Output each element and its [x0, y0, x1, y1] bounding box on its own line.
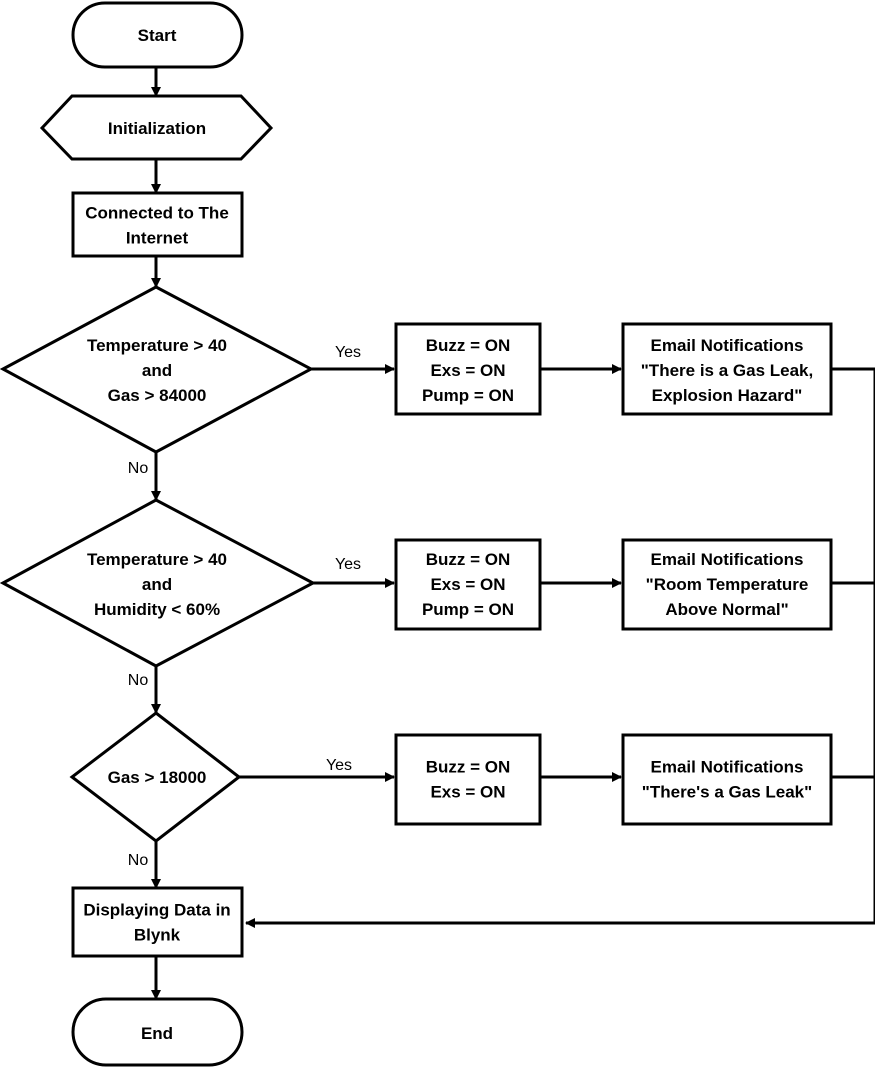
act2-process [394, 538, 542, 631]
email3-label: Email Notifications "There's a Gas Leak" [642, 758, 812, 802]
act2-label-line: Buzz = ON [426, 550, 511, 569]
email1-label-line: Email Notifications [650, 336, 803, 355]
init-label: Initialization [108, 119, 206, 138]
cond3-decision [69, 711, 242, 843]
edge-label-yes-3: Yes [326, 757, 352, 774]
cond2-label-line: and [142, 575, 172, 594]
display-label: Displaying Data in Blynk [83, 901, 230, 945]
end-label: End [141, 1024, 173, 1043]
act1-label-line: Exs = ON [430, 361, 505, 380]
cond1-decision [0, 285, 315, 454]
cond1-label-line: and [142, 361, 172, 380]
edge-label-no-2: No [128, 672, 149, 689]
email1-label-line: "There is a Gas Leak, [641, 361, 813, 380]
email2-label-line: "Room Temperature [646, 575, 809, 594]
connect-process [71, 191, 244, 258]
cond2-label-line: Temperature > 40 [87, 550, 227, 569]
act3-process [394, 733, 542, 826]
init-label-line: Initialization [108, 119, 206, 138]
act1-label: Buzz = ON Exs = ON Pump = ON [422, 336, 514, 405]
start-label: Start [138, 26, 177, 45]
email3-label-line: "There's a Gas Leak" [642, 783, 812, 802]
display-label-line: Blynk [134, 926, 181, 945]
edge-label-yes-1: Yes [335, 344, 361, 361]
edges [151, 67, 875, 1000]
act3-label-line: Buzz = ON [426, 758, 511, 777]
start-terminal [71, 1, 244, 69]
connect-label-line: Internet [126, 229, 189, 248]
act2-label-line: Pump = ON [422, 600, 514, 619]
email2-label-line: Above Normal" [665, 600, 788, 619]
act1-label-line: Buzz = ON [426, 336, 511, 355]
edge-labels: Yes No Yes No Yes No [128, 344, 361, 869]
display-process [71, 886, 244, 958]
cond1-label-line: Temperature > 40 [87, 336, 227, 355]
act3-label: Buzz = ON Exs = ON [426, 758, 511, 802]
shapes [0, 1, 833, 1067]
edge-return-bus [245, 367, 875, 928]
email1-label-line: Explosion Hazard" [652, 386, 803, 405]
end-label-line: End [141, 1024, 173, 1043]
act2-label-line: Exs = ON [430, 575, 505, 594]
email2-process [621, 538, 833, 631]
display-label-line: Displaying Data in [83, 901, 230, 920]
cond3-label-line: Gas > 18000 [108, 768, 207, 787]
edge-label-yes-2: Yes [335, 556, 361, 573]
edge-label-no-1: No [128, 460, 149, 477]
email3-process [621, 733, 833, 826]
cond2-decision [0, 498, 317, 668]
cond2-label-line: Humidity < 60% [94, 600, 220, 619]
act2-label: Buzz = ON Exs = ON Pump = ON [422, 550, 514, 619]
start-label-line: Start [138, 26, 177, 45]
act1-label-line: Pump = ON [422, 386, 514, 405]
cond3-label: Gas > 18000 [108, 768, 207, 787]
act1-process [394, 322, 542, 416]
email2-label-line: Email Notifications [650, 550, 803, 569]
email1-process [621, 322, 833, 416]
act3-label-line: Exs = ON [430, 783, 505, 802]
email3-label-line: Email Notifications [650, 758, 803, 777]
cond1-label-line: Gas > 84000 [108, 386, 207, 405]
email1-label: Email Notifications "There is a Gas Leak,… [641, 336, 813, 405]
init-preparation [39, 94, 274, 161]
connect-label-line: Connected to The [85, 204, 229, 223]
end-terminal [71, 997, 244, 1067]
edge-label-no-3: No [128, 852, 149, 869]
